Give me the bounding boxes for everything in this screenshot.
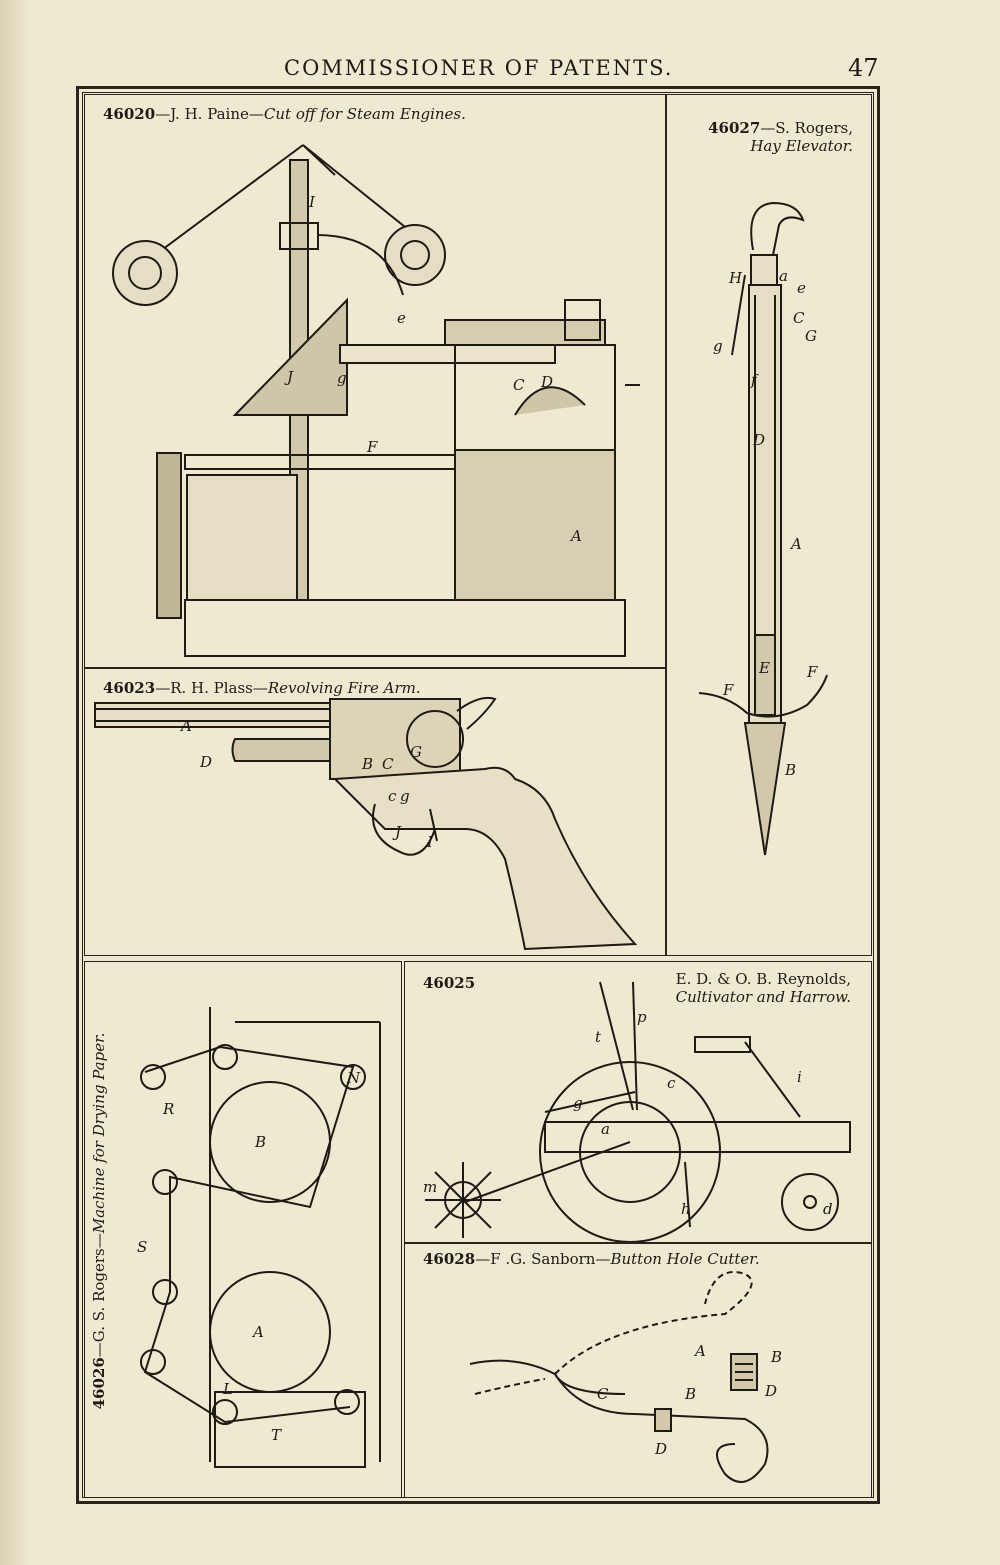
patent-inventor: —J. H. Paine— [155, 105, 264, 123]
running-head: COMMISSIONER OF PATENTS. [284, 56, 674, 80]
label-engine-g: g [337, 369, 347, 387]
caption-46023: 46023—R. H. Plass—Revolving Fire Arm. [103, 679, 421, 697]
label-cultivator-m: m [423, 1178, 437, 1196]
book-gutter [0, 0, 28, 1565]
label-engine-A: A [569, 527, 582, 545]
label-elevator-F-right: F [806, 663, 818, 681]
label-cutter-A: A [693, 1342, 706, 1360]
label-drying-A: A [251, 1323, 264, 1341]
label-drying-R: R [162, 1100, 174, 1118]
label-elevator-D: D [752, 431, 765, 449]
patent-title: Cut off for Steam Engines. [263, 105, 466, 123]
label-elevator-H: H [728, 269, 743, 287]
panel-46020: 46020—J. H. Paine—Cut off for Steam Engi… [84, 94, 666, 668]
label-drying-N: N [346, 1069, 361, 1087]
label-engine-D: D [540, 373, 553, 391]
label-drying-T: T [271, 1426, 282, 1444]
label-elevator-E: E [758, 659, 770, 677]
label-firearm-G: G [410, 743, 422, 761]
label-engine-I: I [308, 193, 316, 211]
panel-46028: 46028—F .G. Sanborn—Button Hole Cutter. … [404, 1243, 872, 1498]
patent-inventor: E. D. & O. B. Reynolds, [675, 970, 851, 988]
hay-elevator-illustration: H a e C G g f D A E F F B [698, 201, 828, 856]
label-cultivator-a: a [601, 1120, 610, 1138]
label-elevator-g: g [713, 337, 723, 355]
label-cutter-D-right: D [764, 1382, 777, 1400]
panel-46023: 46023—R. H. Plass—Revolving Fire Arm. A … [84, 668, 666, 956]
label-elevator-e: e [797, 279, 806, 297]
label-engine-F: F [366, 438, 378, 456]
patent-number: 46028 [423, 1250, 476, 1268]
label-cultivator-g: g [573, 1094, 583, 1112]
label-cutter-C: C [597, 1385, 609, 1403]
label-cultivator-i: i [797, 1068, 802, 1086]
label-drying-S: S [137, 1238, 147, 1256]
label-elevator-B: B [784, 761, 796, 779]
patent-inventor: —F .G. Sanborn— [475, 1250, 611, 1268]
page-number: 47 [848, 54, 879, 82]
label-cutter-D: D [654, 1440, 667, 1458]
label-elevator-G: G [805, 327, 817, 345]
cultivator-harrow-illustration: p t c i g a m h d [423, 981, 851, 1242]
label-firearm-I: I [426, 833, 434, 851]
patent-inventor: —S. Rogers, [760, 119, 853, 137]
caption-46025: E. D. & O. B. Reynolds, Cultivator and H… [605, 970, 851, 1006]
label-cutter-B-right: B [770, 1348, 782, 1366]
caption-46028: 46028—F .G. Sanborn—Button Hole Cutter. [423, 1250, 760, 1268]
label-firearm-J: J [392, 823, 402, 841]
patent-number: 46025 [423, 974, 476, 992]
patent-number: 46023 [103, 679, 156, 697]
label-firearm-C: C [382, 755, 394, 773]
label-cultivator-t: t [595, 1028, 602, 1046]
label-drying-B: B [254, 1133, 266, 1151]
label-firearm-A: A [179, 717, 192, 735]
label-elevator-f: f [750, 371, 759, 389]
label-engine-e: e [397, 309, 406, 327]
patent-title: Cultivator and Harrow. [675, 988, 851, 1006]
patent-title: Button Hole Cutter. [610, 1250, 760, 1268]
label-cutter-B: B [684, 1385, 696, 1403]
button-hole-cutter-illustration: A B D C B D [469, 1271, 782, 1483]
label-firearm-g: g [400, 787, 410, 805]
label-elevator-A: A [789, 535, 802, 553]
label-elevator-C: C [793, 309, 805, 327]
patent-inventor: —R. H. Plass— [155, 679, 268, 697]
revolver-illustration: A D B C G c g J I [94, 696, 638, 951]
patent-number: 46020 [103, 105, 156, 123]
outer-frame [76, 86, 880, 1504]
label-elevator-F-left: F [722, 681, 734, 699]
patent-title: Hay Elevator. [750, 137, 853, 155]
label-drying-L: L [222, 1380, 233, 1398]
patent-title: Revolving Fire Arm. [267, 679, 421, 697]
label-elevator-a: a [779, 267, 788, 285]
label-cultivator-h: h [681, 1200, 691, 1218]
caption-46027: 46027—S. Rogers, Hay Elevator. [693, 119, 853, 155]
label-cultivator-d: d [823, 1200, 833, 1218]
panel-46025: 46025 E. D. & O. B. Reynolds, Cultivator… [404, 961, 872, 1243]
label-firearm-c: c [388, 787, 397, 805]
panel-46027: 46027—S. Rogers, Hay Elevator. H a e C G… [666, 94, 872, 956]
label-firearm-D: D [199, 753, 212, 771]
label-cultivator-p: p [637, 1008, 647, 1026]
patent-number: 46027 [708, 119, 761, 137]
label-cultivator-c: c [667, 1074, 676, 1092]
paper-drying-machine-illustration: R B N S A L T [137, 1007, 381, 1468]
steam-engine-cutoff-illustration: I J e g C D F A [112, 144, 640, 657]
caption-46020: 46020—J. H. Paine—Cut off for Steam Engi… [103, 105, 466, 123]
panel-46026: 46026—G. S. Rogers—Machine for Drying Pa… [84, 961, 402, 1498]
label-firearm-B: B [361, 755, 373, 773]
label-engine-C: C [513, 376, 525, 394]
label-engine-J: J [284, 368, 294, 386]
